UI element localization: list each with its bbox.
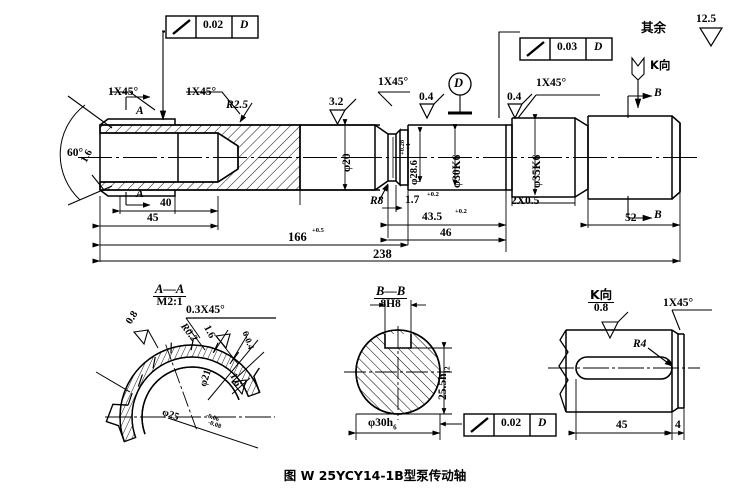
k-direction-label: K向 [650,58,671,72]
detail-aa-finish-symbols [132,329,247,396]
dim-1-7: 1.7 [405,194,420,206]
finish-0-4-a: 0.4 [419,91,434,103]
surface-finish-symbols [328,27,724,126]
dim-166: 166 [288,230,307,244]
gdt-tolerance-2: 0.03 [557,41,578,53]
section-mark-b-top: B [654,87,662,99]
dim-1-7-tol: +0.2 [427,191,439,198]
detail-bb-dimensions [348,300,462,440]
gdt-tolerance-1: 0.02 [203,19,224,31]
detail-aa-chamfer: 0.3X45° [186,304,225,316]
section-hatching [99,124,301,191]
section-mark-a-top: A [136,105,144,117]
dim-43-5: 43.5 [422,211,443,223]
detail-aa-geometry [95,317,276,449]
detail-bb-title: B—B [374,284,408,299]
dim-40: 40 [160,197,172,209]
detail-bb-height-sub: 12 [443,366,452,374]
gdt-frame-boxes [165,15,613,437]
detail-k-dimensions [568,379,685,440]
radius-label-r8: R8 [370,195,384,207]
diameter-dims [342,114,538,196]
chamfer-label-2: 1X45° [186,86,217,98]
general-note-value: 12.5 [696,13,717,25]
chamfer-label-4: 1X45° [536,77,567,89]
detail-k-geometry [548,329,700,413]
detail-k-callouts [601,309,712,367]
dim-45: 45 [147,212,159,224]
detail-k-finish: 0.8 [593,301,609,314]
detail-bb-diameter-value: φ30h [368,417,394,429]
section-mark-b-bottom: B [654,209,662,221]
detail-k-dim-4: 4 [675,419,681,431]
diameter-bore-label: φ20 [341,153,353,172]
dim-2x05: 2X0.5 [511,195,540,207]
detail-k-title-block: K向 0.8 [588,287,615,315]
dim-238: 238 [373,247,392,261]
detail-bb-height-value: 25.5h [437,373,449,400]
finish-0-4-b: 0.4 [507,91,522,103]
diameter-journal2-label: φ35K6 [531,154,543,188]
datum-d-symbol [448,72,472,96]
detail-k-chamfer: 1X45° [663,297,694,309]
gdt-tolerance-3: 0.02 [501,417,522,429]
dim-52: 52 [625,212,637,224]
chamfer-label-3: 1X45° [378,76,409,88]
dim-166-tol: +0.5 [312,227,324,234]
detail-aa-scale: M2:1 [156,295,183,308]
dim-46: 46 [440,227,452,239]
diameter-groove-label: φ28.6 [409,160,420,185]
detail-k-radius: R4 [633,338,647,350]
gdt-datum-1: D [240,19,249,31]
general-note-text: 其余 [641,20,667,35]
section-mark-a-bottom: A [136,188,144,200]
dimension-lines-main [92,185,681,264]
detail-bb-diameter: φ30h6 [368,417,397,432]
detail-bb-height: 25.5h12 [437,366,452,400]
dim-43-5-tol: +0.2 [455,208,467,215]
detail-bb-geometry [344,326,452,420]
datum-d-letter: D [454,76,464,90]
chamfer-label-1: 1X45° [108,86,139,98]
leader-lines-main [59,30,653,222]
detail-bb-title-block: B—B 8H8 [374,284,408,311]
gdt-datum-3: D [538,417,547,429]
angle-60-label: 60° [67,147,84,159]
radius-label-r25: R2.5 [226,99,249,111]
detail-aa-title: A—A [153,282,187,297]
detail-k-title: K向 [588,287,615,303]
groove-tolerance-lower: +1 [405,143,412,150]
detail-aa-title-block: A—A M2:1 [153,282,187,309]
gdt-datum-2: D [594,41,603,53]
detail-bb-diameter-sub: 6 [393,423,397,432]
detail-k-dim-45: 45 [616,419,628,431]
finish-3-2: 3.2 [329,96,344,108]
detail-bb-key-width: 8H8 [380,297,401,310]
diameter-journal1-label: φ30K6 [451,154,463,188]
figure-caption: 图 W 25YCY14-1B型泵传动轴 [283,468,467,483]
